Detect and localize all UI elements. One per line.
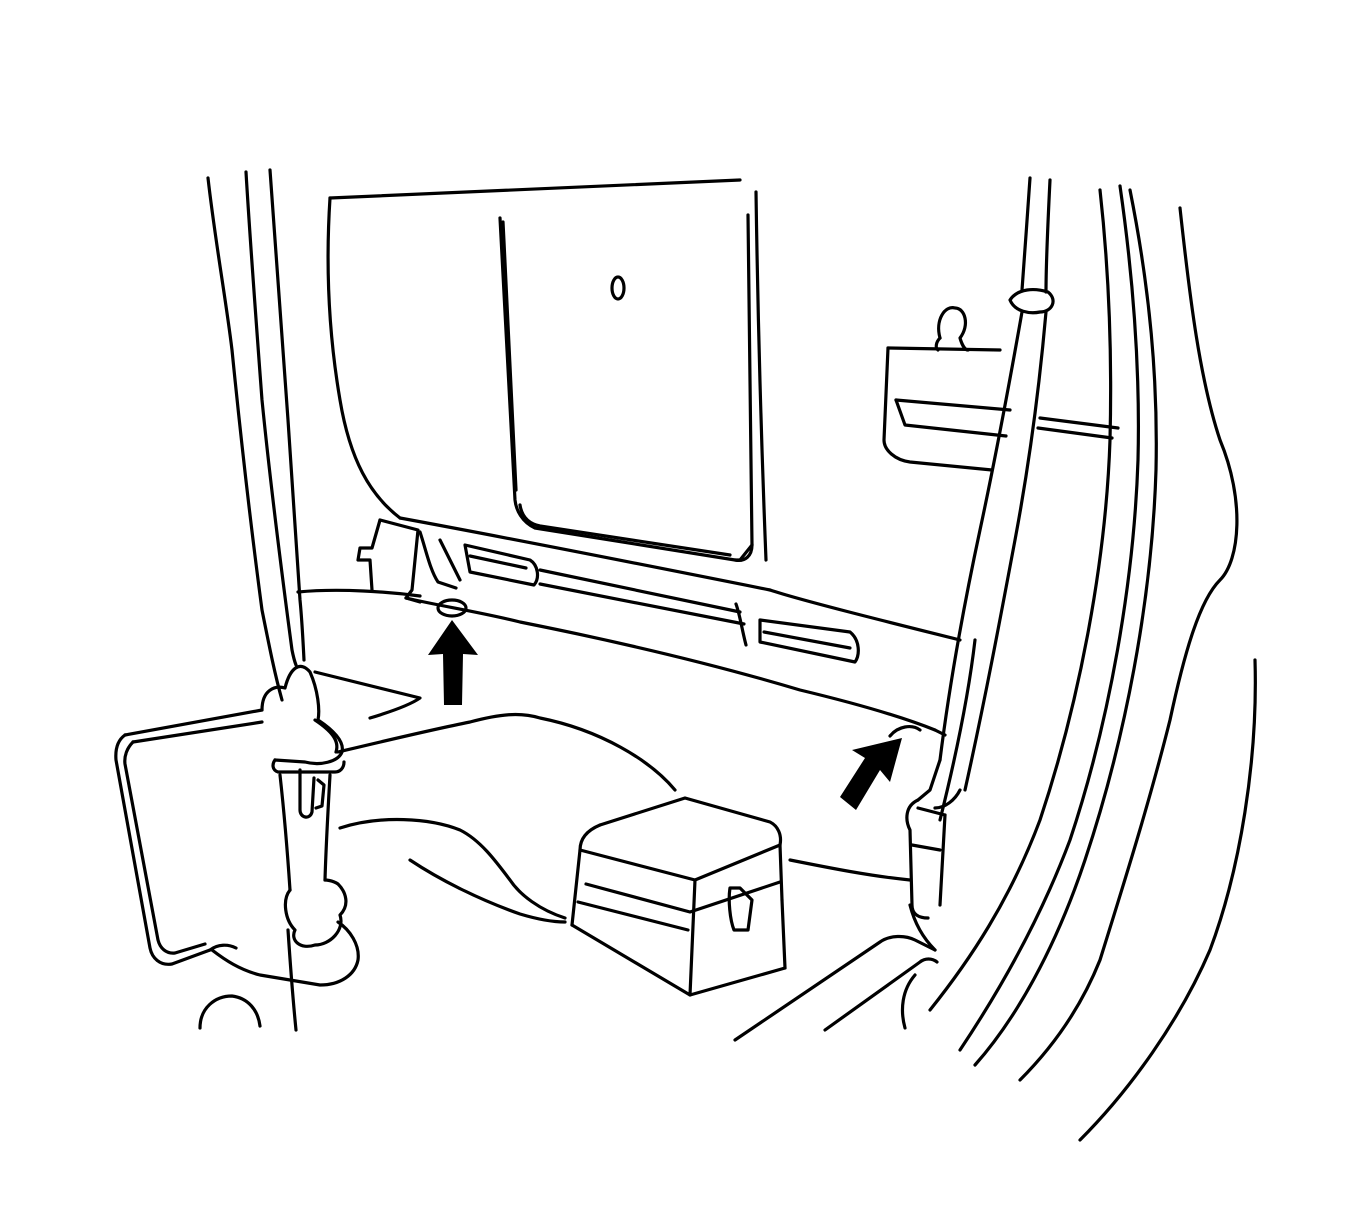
callout-arrow-right <box>840 738 902 810</box>
left-fastener-hole <box>436 598 468 618</box>
arrow-up-icon <box>428 620 478 705</box>
rear-trim-panel <box>326 178 962 642</box>
seat-belt-webbing <box>905 176 1120 920</box>
jack-holder-bracket <box>114 664 360 987</box>
seat-latch <box>882 306 1012 472</box>
arrow-diagonal-icon <box>840 738 902 810</box>
floor-pan <box>296 588 947 924</box>
storage-bin <box>570 796 787 997</box>
access-door <box>498 213 754 562</box>
left-body-pillar <box>206 168 306 1032</box>
door-hole <box>610 275 626 301</box>
right-body-pillar <box>928 184 1257 1142</box>
callout-arrow-left <box>428 620 478 705</box>
door-sill <box>733 903 939 1042</box>
wheel-arc <box>198 994 262 1030</box>
